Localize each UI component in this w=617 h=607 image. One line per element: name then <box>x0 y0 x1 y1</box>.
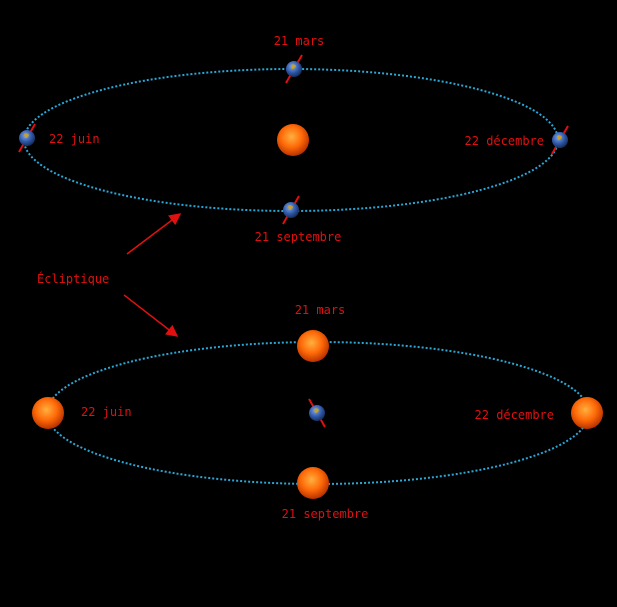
label-septembre: 21 septembre <box>255 230 342 244</box>
top-diagram: 21 mars 22 juin 22 décembre 21 septembre <box>18 34 569 244</box>
label-septembre: 21 septembre <box>282 507 369 521</box>
label-juin: 22 juin <box>49 132 100 146</box>
earth-icon <box>551 125 569 155</box>
arrow-bottom <box>123 294 179 337</box>
arrow-top <box>126 213 182 255</box>
earth-icon <box>285 54 303 84</box>
sun-icon <box>297 330 329 362</box>
sun-icon <box>297 467 329 499</box>
ecliptic-annotation: Écliptique <box>37 213 182 337</box>
ecliptic-label: Écliptique <box>37 271 109 286</box>
label-mars: 21 mars <box>274 34 325 48</box>
label-decembre: 22 décembre <box>465 134 544 148</box>
earth-icon <box>282 195 300 225</box>
label-juin: 22 juin <box>81 405 132 419</box>
sun-icon <box>277 124 309 156</box>
sun-icon <box>571 397 603 429</box>
label-decembre: 22 décembre <box>475 408 554 422</box>
sun-icon <box>32 397 64 429</box>
earth-icon <box>308 398 326 428</box>
bottom-diagram: 21 mars 22 juin 22 décembre 21 septembre <box>32 303 603 521</box>
earth-icon <box>18 123 36 153</box>
label-mars: 21 mars <box>295 303 346 317</box>
